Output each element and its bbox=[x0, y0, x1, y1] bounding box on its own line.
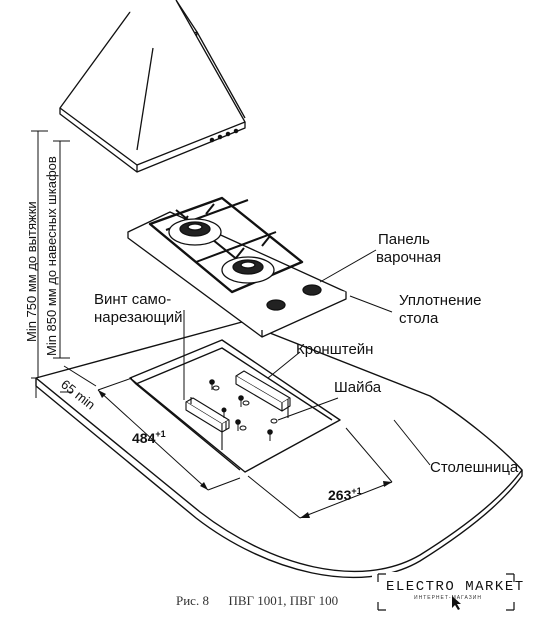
panel-label-line2: варочная bbox=[376, 249, 441, 266]
depth-tolerance: +1 bbox=[155, 429, 165, 439]
bracket-label: Кронштейн bbox=[296, 341, 373, 358]
cursor-icon bbox=[452, 596, 461, 610]
hood-min-distance: Min 750 мм до вытяжки bbox=[24, 201, 39, 342]
seal-label-line1: Уплотнение bbox=[399, 292, 481, 309]
mounting-brackets bbox=[185, 370, 291, 450]
width-tolerance: +1 bbox=[351, 486, 361, 496]
washer-label: Шайба bbox=[334, 379, 382, 396]
countertop-label: Столешница bbox=[430, 459, 519, 476]
depth-dimension: 484+1 bbox=[132, 429, 166, 446]
seal-label-line2: стола bbox=[399, 310, 439, 327]
figure-caption: Рис. 8 ПВГ 1001, ПВГ 100 bbox=[176, 593, 338, 608]
depth-value: 484 bbox=[132, 430, 156, 446]
leader-lines bbox=[183, 249, 431, 466]
range-hood bbox=[59, 0, 246, 173]
washers bbox=[212, 385, 278, 431]
logo-name: ELECTRO MARKET bbox=[386, 579, 525, 595]
width-dimension: 263+1 bbox=[328, 486, 362, 503]
screws bbox=[209, 379, 273, 441]
gas-cooktop bbox=[127, 196, 347, 338]
screw-label-line2: нарезающий bbox=[94, 309, 183, 326]
width-value: 263 bbox=[328, 487, 352, 503]
logo-tagline: ИНТЕРНЕТ-МАГАЗИН bbox=[414, 595, 482, 601]
dimension-arrows bbox=[98, 390, 392, 518]
electro-market-logo: ELECTRO MARKET ИНТЕРНЕТ-МАГАЗИН bbox=[372, 572, 525, 612]
dimension-lines bbox=[35, 365, 393, 519]
panel-label-line1: Панель bbox=[378, 231, 430, 248]
countertop bbox=[35, 321, 523, 579]
screw-label-line1: Винт само- bbox=[94, 291, 171, 308]
cabinet-min-distance: Min 850 мм до навесных шкафов bbox=[44, 156, 59, 356]
